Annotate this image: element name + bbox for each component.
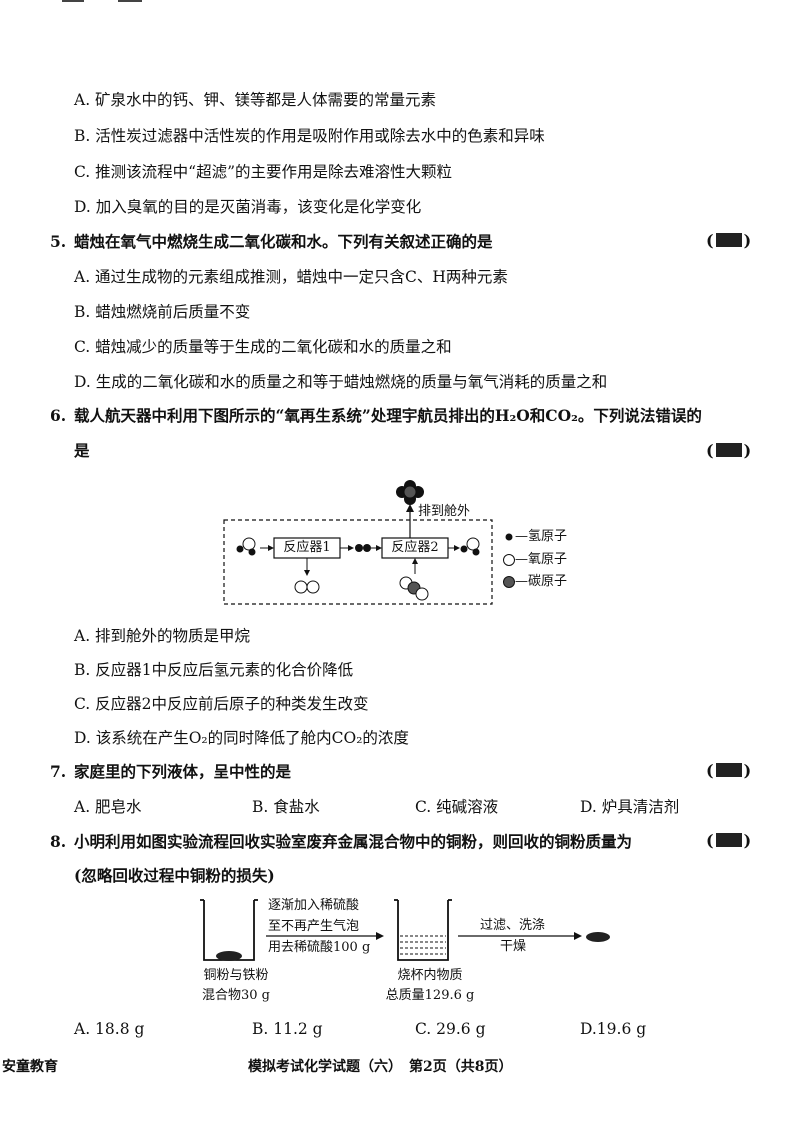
q4-option-d: D. 加入臭氧的目的是灭菌消毒，该变化是化学变化 <box>74 198 422 216</box>
carbon-dioxide-molecule-icon <box>399 576 429 601</box>
water-molecule-icon <box>236 537 256 556</box>
q5-option-a: A. 通过生成物的元素组成推测，蜡烛中一定只含C、H两种元素 <box>74 268 508 286</box>
beaker-2-icon <box>394 899 452 961</box>
copper-powder-icon <box>586 932 610 942</box>
vented-molecule-icon <box>396 480 424 505</box>
step1-label-line2: 至不再产生气泡 <box>268 919 360 934</box>
legend-oxygen-label: —氧原子 <box>515 552 568 567</box>
beaker-1-icon <box>200 899 258 961</box>
q8-option-b: B. 11.2 g <box>252 1020 323 1038</box>
q5-stem-text: 蜡烛在氧气中燃烧生成二氧化碳和水。下列有关叙述正确的是 <box>74 232 493 251</box>
copper-recovery-diagram <box>200 899 610 961</box>
q8-stem-text: 小明利用如图实验流程回收实验室废弃金属混合物中的铜粉，则回收的铜粉质量为 <box>74 832 633 851</box>
q6-option-c: C. 反应器2中反应前后原子的种类发生改变 <box>74 695 369 713</box>
q5-answer-bracket: () <box>706 231 752 250</box>
q6-number: 6. <box>50 406 67 425</box>
q4-option-b: B. 活性炭过滤器中活性炭的作用是吸附作用或除去水中的色素和异味 <box>74 127 545 145</box>
q6-stem: 6. 载人航天器中利用下图所示的“氧再生系统”处理宇航员排出的H₂O和CO₂。下列… <box>50 406 702 426</box>
q5-option-b: B. 蜡烛燃烧前后质量不变 <box>74 303 251 321</box>
beaker1-caption-line1: 铜粉与铁粉 <box>203 968 269 983</box>
q7-stem: 7. 家庭里的下列液体，呈中性的是 <box>50 762 291 782</box>
q8-answer-bracket: () <box>706 831 752 850</box>
q6-option-b: B. 反应器1中反应后氢元素的化合价降低 <box>74 661 354 679</box>
hydrogen-molecule-icon <box>355 544 371 552</box>
reactor-1-label: 反应器1 <box>283 540 331 555</box>
q6-answer-bracket: () <box>706 441 752 460</box>
q5-option-c: C. 蜡烛减少的质量等于生成的二氧化碳和水的质量之和 <box>74 338 452 356</box>
q7-option-c: C. 纯碱溶液 <box>415 798 499 816</box>
step1-label-line3: 用去稀硫酸100 g <box>268 940 371 955</box>
q8-number: 8. <box>50 832 67 851</box>
water-output-icon <box>460 537 480 556</box>
reactor-2-label: 反应器2 <box>391 540 439 555</box>
q8-stem: 8. 小明利用如图实验流程回收实验室废弃金属混合物中的铜粉，则回收的铜粉质量为 <box>50 832 632 852</box>
q8-option-a: A. 18.8 g <box>74 1020 145 1038</box>
q8-stem-continued: (忽略回收过程中铜粉的损失) <box>74 866 275 885</box>
q4-option-a: A. 矿泉水中的钙、钾、镁等都是人体需要的常量元素 <box>74 91 437 109</box>
q7-option-b: B. 食盐水 <box>252 798 320 816</box>
q7-answer-bracket: () <box>706 761 752 780</box>
step1-label-line1: 逐渐加入稀硫酸 <box>268 898 360 913</box>
beaker2-caption-line1: 烧杯内物质 <box>397 968 463 983</box>
oxygen-regeneration-diagram <box>223 480 515 605</box>
beaker2-caption-line2: 总质量129.6 g <box>385 988 475 1003</box>
q7-stem-text: 家庭里的下列液体，呈中性的是 <box>74 762 292 781</box>
q5-option-d: D. 生成的二氧化碳和水的质量之和等于蜡烛燃烧的质量与氧气消耗的质量之和 <box>74 373 608 391</box>
q8-option-d: D.19.6 g <box>580 1020 647 1038</box>
footer-page-info: 模拟考试化学试题（六） 第2页（共8页） <box>248 1059 513 1075</box>
footer-publisher: 安童教育 <box>2 1059 58 1075</box>
legend-hydrogen-icon <box>505 533 513 541</box>
legend-hydrogen-label: —氢原子 <box>515 529 568 544</box>
legend-oxygen-icon <box>503 554 515 566</box>
step2-label-line1: 过滤、洗涤 <box>480 918 546 933</box>
q5-stem: 5. 蜡烛在氧气中燃烧生成二氧化碳和水。下列有关叙述正确的是 <box>50 232 493 252</box>
q4-option-c: C. 推测该流程中“超滤”的主要作用是除去难溶性大颗粒 <box>74 163 453 181</box>
q6-option-d: D. 该系统在产生O₂的同时降低了舱内CO₂的浓度 <box>74 729 409 747</box>
vent-label: 排到舱外 <box>418 504 471 519</box>
beaker1-caption-line2: 混合物30 g <box>202 988 270 1003</box>
q6-stem-continued: 是 <box>74 441 90 460</box>
q7-option-a: A. 肥皂水 <box>74 798 142 816</box>
q7-option-d: D. 炉具清洁剂 <box>580 798 680 816</box>
q6-stem-text: 载人航天器中利用下图所示的“氧再生系统”处理宇航员排出的H₂O和CO₂。下列说法… <box>74 406 702 425</box>
top-mark-right <box>118 0 142 2</box>
q6-option-a: A. 排到舱外的物质是甲烷 <box>74 627 251 645</box>
legend-carbon-label: —碳原子 <box>515 574 568 589</box>
top-mark-left <box>62 0 84 2</box>
q5-number: 5. <box>50 232 67 251</box>
step2-label-line2: 干燥 <box>500 939 527 954</box>
q7-number: 7. <box>50 762 67 781</box>
q8-option-c: C. 29.6 g <box>415 1020 486 1038</box>
oxygen-molecule-icon <box>294 580 320 594</box>
legend-carbon-icon <box>503 576 515 588</box>
